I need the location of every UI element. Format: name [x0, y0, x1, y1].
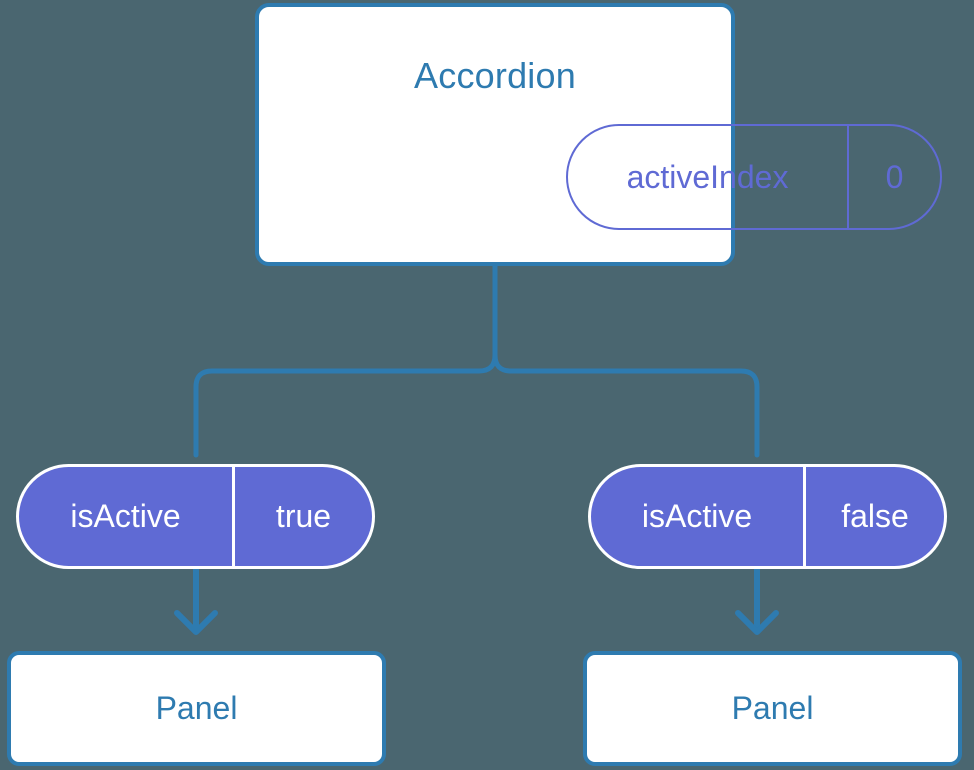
- prop-pill-key: isActive: [19, 467, 235, 566]
- panel-card-left[interactable]: Panel: [7, 651, 386, 766]
- state-pill-value: 0: [885, 158, 904, 195]
- state-pill-active-index[interactable]: activeIndex 0: [566, 124, 942, 230]
- accordion-component-card[interactable]: Accordion activeIndex 0: [255, 3, 942, 266]
- prop-pill-value: true: [275, 498, 332, 534]
- accordion-component-title: Accordion: [414, 55, 576, 96]
- prop-pill-key: isActive: [591, 467, 806, 566]
- prop-pill-value: false: [841, 498, 909, 534]
- prop-pill-is-active-right[interactable]: isActive false: [588, 464, 947, 569]
- panel-card-right[interactable]: Panel: [583, 651, 962, 766]
- tree-branch-connector: [193, 263, 498, 458]
- tree-branch-connector-right: [492, 263, 760, 458]
- state-pill-key: activeIndex: [568, 126, 849, 228]
- arrow-left-pill-to-panel: [174, 565, 218, 635]
- panel-label: Panel: [731, 690, 814, 726]
- prop-pill-is-active-left[interactable]: isActive true: [16, 464, 375, 569]
- panel-label: Panel: [155, 690, 238, 726]
- arrow-right-pill-to-panel: [735, 565, 779, 635]
